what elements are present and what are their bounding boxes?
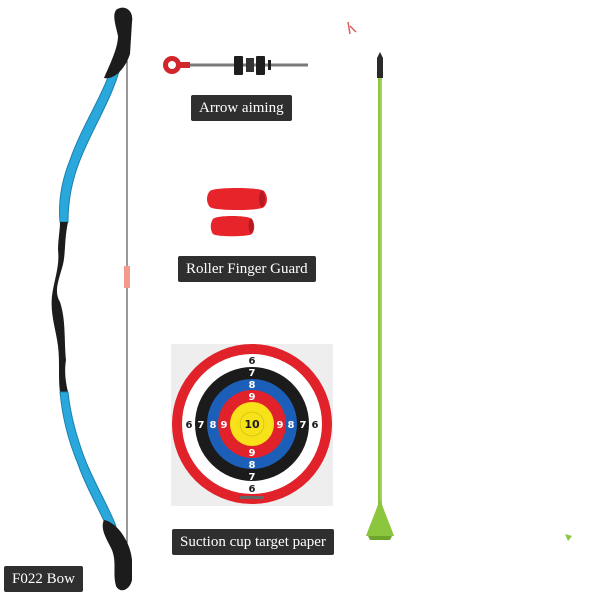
target-center-number: 10 — [244, 418, 260, 431]
nocking-point — [124, 266, 130, 288]
finger-guard-roller-1 — [207, 188, 267, 210]
target-ring-7-bottom: 7 — [249, 472, 256, 483]
target-ring-7-top: 7 — [249, 368, 256, 379]
bow-riser — [51, 222, 68, 392]
bow-label: F022 Bow — [4, 566, 83, 592]
finger-guard-roller-2 — [210, 216, 255, 237]
sight-clamp-1 — [234, 56, 243, 75]
target-ring-6-left: 6 — [186, 420, 193, 431]
target-ring-9-left: 9 — [221, 420, 228, 431]
target-ring-9-bottom: 9 — [249, 448, 256, 459]
target-ring-8-right: 8 — [288, 420, 295, 431]
lower-limb — [59, 391, 117, 531]
lower-limb-tip — [102, 520, 132, 591]
target-ring-6-top: 6 — [249, 356, 256, 367]
arrow-nock — [377, 58, 383, 78]
sight-nut — [268, 60, 271, 70]
sight-ring-neck — [180, 62, 190, 68]
target-ring-7-left: 7 — [198, 420, 205, 431]
target-ring-8-top: 8 — [249, 380, 256, 391]
target-ring-8-bottom: 8 — [249, 460, 256, 471]
sight-clamp-center — [246, 58, 254, 72]
target-ring-9-top: 9 — [249, 392, 256, 403]
recurve-bow — [51, 7, 133, 591]
roller-finger-guard — [207, 188, 267, 237]
target-bullseye — [239, 411, 265, 437]
arrow-nock-tip — [377, 52, 383, 58]
finger-guard-label: Roller Finger Guard — [178, 256, 316, 282]
target-paper: 10 9 9 9 9 8 8 8 8 7 7 7 7 6 6 6 6 — [171, 344, 333, 506]
finger-guard-end-1 — [259, 191, 265, 207]
arrow-aiming-label: Arrow aiming — [191, 95, 292, 121]
target-ring-8-left: 8 — [210, 420, 217, 431]
stray-leaf-mark — [565, 534, 572, 541]
target-ring-6-right: 6 — [312, 420, 319, 431]
arrow — [366, 52, 394, 540]
target-ring-9-right: 9 — [277, 420, 284, 431]
target-paper-label: Suction cup target paper — [172, 529, 334, 555]
finger-guard-end-2 — [248, 219, 254, 233]
arrow-aiming-sight — [163, 56, 308, 75]
target-brand-mark — [240, 496, 264, 499]
arrow-suction-cup-base — [368, 536, 392, 540]
arrow-suction-cup — [366, 498, 394, 536]
upper-limb-tip — [104, 7, 133, 79]
stray-mark — [347, 21, 357, 35]
sight-ring-hole — [168, 61, 176, 69]
sight-clamp-2 — [256, 56, 265, 75]
target-ring-7-right: 7 — [300, 420, 307, 431]
target-ring-6-bottom: 6 — [249, 484, 256, 495]
